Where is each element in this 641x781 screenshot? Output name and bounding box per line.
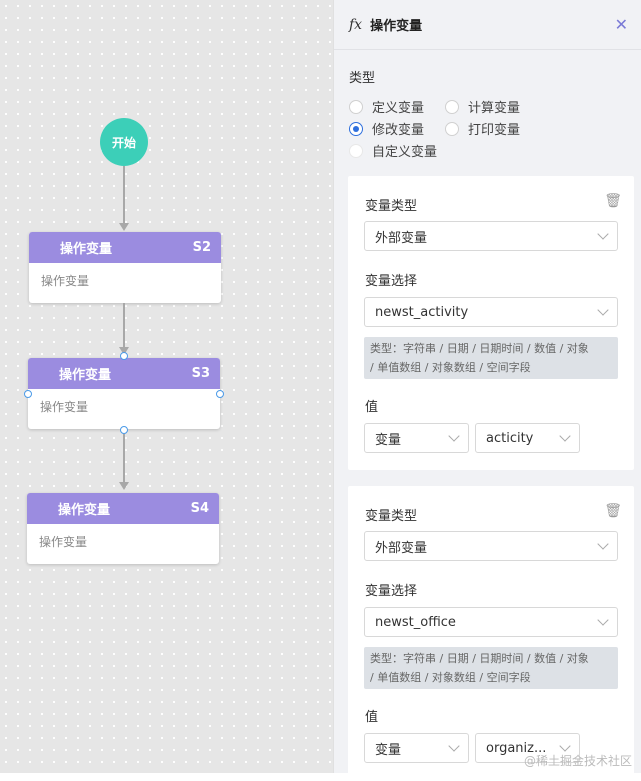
chevron-down-icon: [597, 304, 609, 316]
radio-circle[interactable]: [445, 99, 459, 114]
radio-label: 定义变量: [372, 101, 425, 116]
node-s4-header: 操作变量 S4: [27, 493, 219, 524]
type-hint: 类型：字符串 / 日期 / 日期时间 / 数值 / 对象 / 单值数组 / 对象…: [364, 647, 618, 689]
radio-modify-variable[interactable]: 修改变量: [349, 119, 424, 138]
node-s2-body: 操作变量: [41, 274, 90, 288]
arrow-start-s2: [119, 223, 129, 231]
chevron-down-icon: [597, 228, 609, 240]
variable-select[interactable]: newst_activity: [364, 297, 618, 327]
type-label: 类型: [349, 71, 376, 86]
chevron-down-icon: [559, 740, 571, 752]
fx-icon: fx: [349, 16, 363, 33]
variable-type-select[interactable]: 外部变量: [364, 221, 618, 251]
node-s4-title: 操作变量: [58, 503, 111, 518]
node-s3-port-bottom[interactable]: [120, 426, 128, 434]
node-s3-header: 操作变量 S3: [28, 358, 220, 389]
radio-circle[interactable]: [349, 143, 363, 158]
arrow-s2-s3: [119, 347, 129, 355]
chevron-down-icon: [448, 740, 460, 752]
variable-type-value: 外部变量: [375, 230, 428, 246]
chevron-down-icon: [597, 614, 609, 626]
panel-header: fx 操作变量 ✕: [334, 0, 641, 50]
radio-define-variable[interactable]: 定义变量: [349, 97, 424, 116]
radio-print-variable[interactable]: 打印变量: [445, 119, 520, 138]
radio-compute-variable[interactable]: 计算变量: [445, 97, 520, 116]
node-s3-body: 操作变量: [40, 400, 89, 414]
start-node[interactable]: 开始: [100, 118, 148, 166]
node-s3-id: S3: [191, 366, 210, 381]
node-s2-header: 操作变量 S2: [29, 232, 221, 263]
type-hint-line-2: / 单值数组 / 对象数组 / 空间字段: [370, 361, 531, 374]
value-target-select[interactable]: organiz...: [475, 733, 580, 763]
edge-s3-s4: [123, 434, 125, 483]
trash-icon[interactable]: 🗑: [604, 503, 622, 519]
variable-type-value: 外部变量: [375, 540, 428, 556]
radio-label: 计算变量: [468, 101, 521, 116]
type-hint: 类型：字符串 / 日期 / 日期时间 / 数值 / 对象 / 单值数组 / 对象…: [364, 337, 618, 379]
radio-custom-variable[interactable]: 自定义变量: [349, 141, 437, 160]
value-label: 值: [365, 710, 379, 725]
variable-type-select[interactable]: 外部变量: [364, 531, 618, 561]
node-s3-port-top[interactable]: [120, 352, 128, 360]
edge-start-s2: [123, 166, 125, 224]
arrow-s3-s4: [119, 482, 129, 490]
type-hint-line-1: 类型：字符串 / 日期 / 日期时间 / 数值 / 对象: [370, 342, 589, 355]
chevron-down-icon: [597, 538, 609, 550]
value-target-select[interactable]: acticity: [475, 423, 580, 453]
value-mode-value: 变量: [375, 742, 402, 758]
node-s3-port-left[interactable]: [24, 390, 32, 398]
radio-circle[interactable]: [349, 99, 363, 114]
variable-type-label: 变量类型: [365, 199, 418, 214]
panel-title: 操作变量: [370, 19, 423, 34]
variable-select-value: newst_activity: [375, 304, 469, 320]
variable-select-value: newst_office: [375, 614, 456, 630]
node-s2-title: 操作变量: [60, 242, 113, 257]
node-s3-port-right[interactable]: [216, 390, 224, 398]
value-target-value: acticity: [486, 430, 534, 446]
radio-circle[interactable]: [349, 121, 363, 136]
node-s3[interactable]: 操作变量 S3 操作变量: [28, 358, 220, 429]
trash-icon[interactable]: 🗑: [604, 193, 622, 209]
variable-select[interactable]: newst_office: [364, 607, 618, 637]
start-node-label: 开始: [111, 135, 136, 150]
value-mode-select[interactable]: 变量: [364, 423, 469, 453]
variable-type-label: 变量类型: [365, 509, 418, 524]
chevron-down-icon: [448, 430, 460, 442]
value-target-value: organiz...: [486, 740, 547, 756]
node-s4[interactable]: 操作变量 S4 操作变量: [27, 493, 219, 564]
variable-select-label: 变量选择: [365, 584, 418, 599]
node-s4-id: S4: [190, 501, 209, 516]
edge-s2-s3: [123, 303, 125, 348]
variable-select-label: 变量选择: [365, 274, 418, 289]
radio-label: 自定义变量: [372, 145, 438, 160]
value-label: 值: [365, 400, 379, 415]
node-s2-id: S2: [192, 240, 211, 255]
node-s2[interactable]: 操作变量 S2 操作变量: [29, 232, 221, 303]
value-mode-value: 变量: [375, 432, 402, 448]
value-mode-select[interactable]: 变量: [364, 733, 469, 763]
watermark: @稀土掘金技术社区: [523, 754, 632, 768]
node-s3-title: 操作变量: [59, 368, 112, 383]
properties-panel: fx 操作变量 ✕ 类型 定义变量 计算变量 修改变量 打印变量 自定义变量 变…: [333, 0, 641, 781]
type-hint-line-2: / 单值数组 / 对象数组 / 空间字段: [370, 671, 531, 684]
node-s4-body: 操作变量: [39, 535, 88, 549]
chevron-down-icon: [559, 430, 571, 442]
radio-label: 打印变量: [468, 123, 521, 138]
type-hint-line-1: 类型：字符串 / 日期 / 日期时间 / 数值 / 对象: [370, 652, 589, 665]
variable-card-1: 变量类型 🗑 外部变量 变量选择 newst_activity 类型：字符串 /…: [348, 176, 634, 470]
radio-circle[interactable]: [445, 121, 459, 136]
variable-card-2: 变量类型 🗑 外部变量 变量选择 newst_office 类型：字符串 / 日…: [348, 486, 634, 781]
radio-label: 修改变量: [372, 123, 425, 138]
close-icon[interactable]: ✕: [614, 15, 628, 34]
flow-canvas[interactable]: 开始 操作变量 S2 操作变量 操作变量 S3 操作变量 操作变量 S4 操作变…: [0, 0, 333, 773]
